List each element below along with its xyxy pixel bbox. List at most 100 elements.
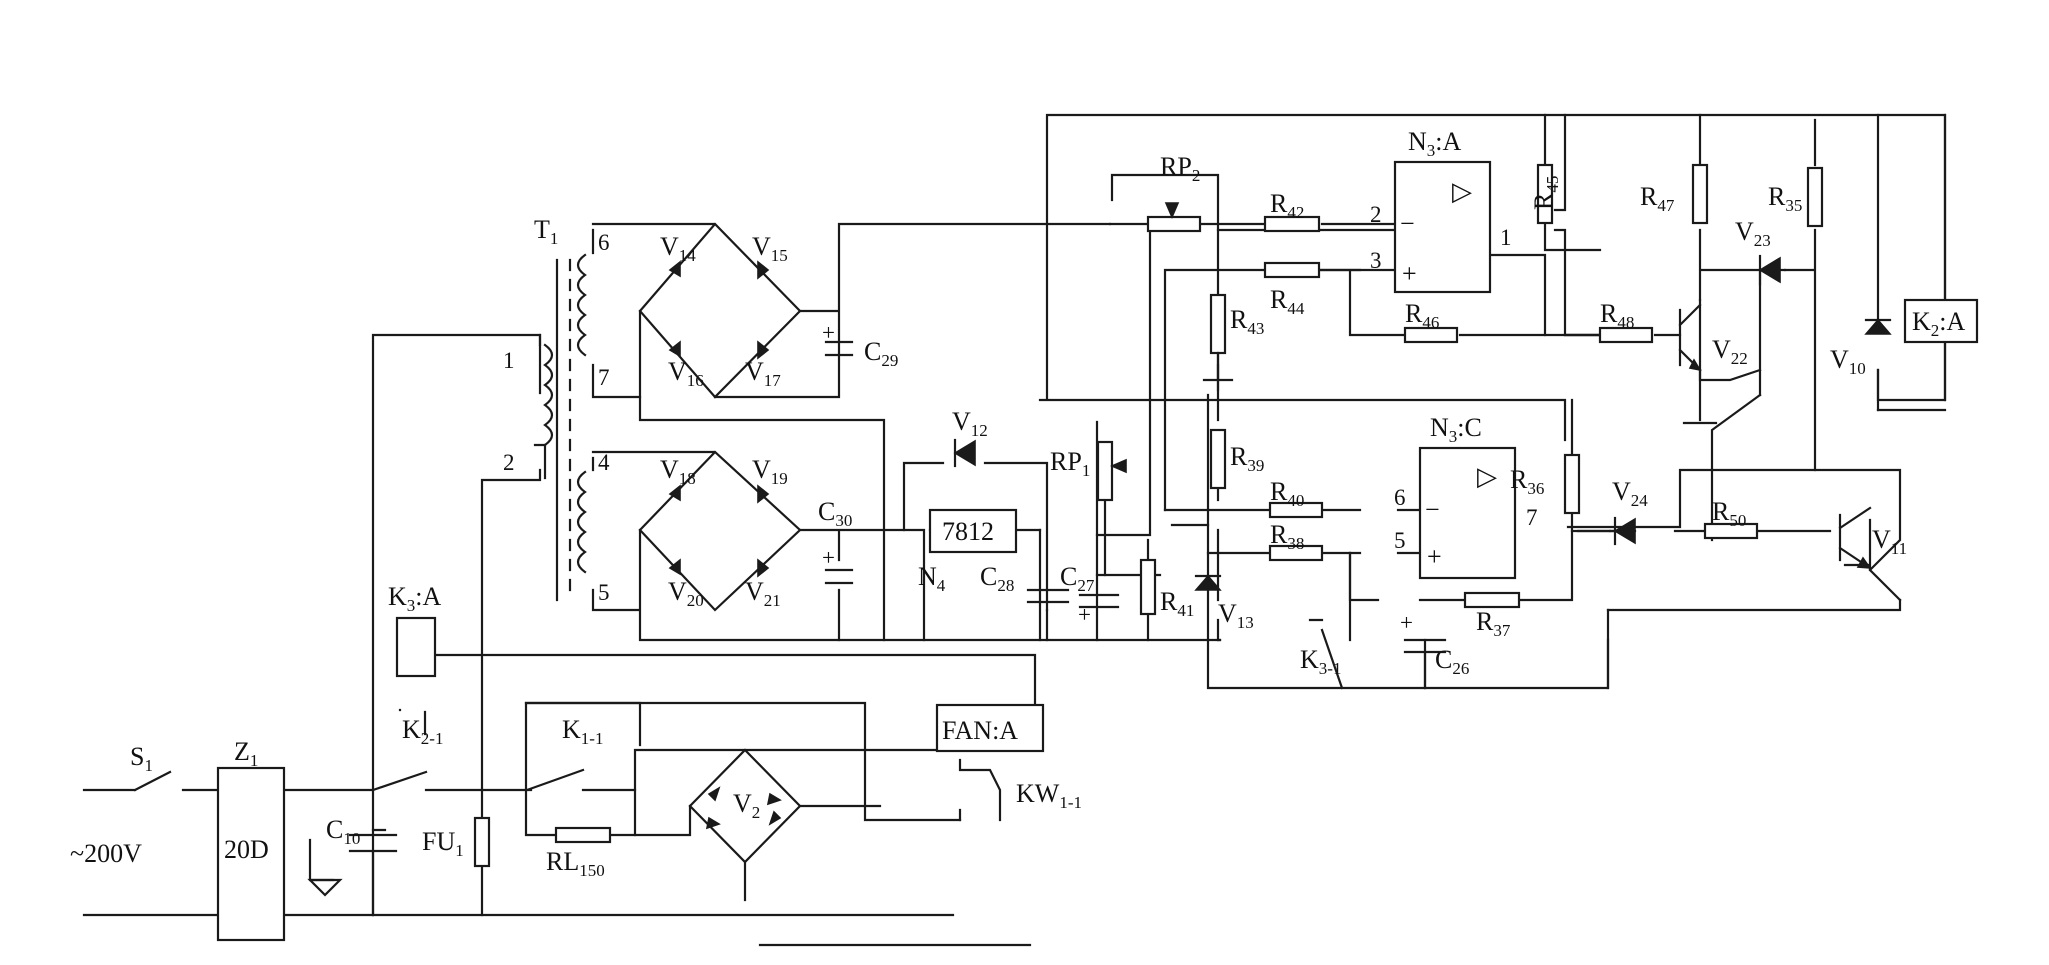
resistor-r36 [1563,453,1581,515]
label-v20: V20 [668,577,704,610]
n3a-plus: + [1402,259,1417,288]
c30-plus: + [822,545,835,570]
pin-t1-2: 2 [503,450,515,475]
label-regulator: 7812 [942,517,994,546]
label-r48: R48 [1600,299,1634,332]
label-r38: R38 [1270,520,1304,553]
label-v16: V16 [668,357,704,390]
label-r44: R44 [1270,285,1305,318]
pin-t1-4: 4 [598,450,610,475]
resistor-r44 [1263,261,1321,279]
label-c29: C29 [864,337,898,370]
label-supply: ~200V [70,839,142,868]
label-v19: V19 [752,455,788,488]
resistor-r48 [1598,326,1654,344]
opamp-n3c [1418,446,1517,580]
c27-plus: + [1078,602,1091,627]
label-k3-1: K3-1 [1300,645,1341,678]
label-s1: S1 [130,742,153,775]
potentiometer-rp1 [1096,440,1114,502]
n3c-plus: + [1427,542,1442,571]
resistor-r40 [1268,501,1324,519]
label-c27: C27 [1060,562,1095,595]
resistor-r50 [1703,522,1759,540]
label-n3c: N3:C [1430,413,1482,446]
relay-coil-k3a [395,616,437,678]
label-v15: V15 [752,232,788,265]
label-rp2: RP2 [1160,152,1200,185]
resistor-r47 [1691,163,1709,225]
label-z1: Z1 [234,737,258,770]
pin-n3a-3: 3 [1370,248,1382,273]
pin-n3c-6: 6 [1394,485,1406,510]
resistor-r45 [1536,163,1554,225]
pin-n3a-1: 1 [1500,225,1512,250]
label-c28: C28 [980,562,1014,595]
label-r45: R45 [1529,176,1562,210]
label-r40: R40 [1270,477,1304,510]
resistor-r43 [1209,293,1227,355]
label-k2a: K2:A [1912,307,1966,340]
label-v21: V21 [745,577,781,610]
n3c-symbol: ▷ [1477,462,1497,491]
resistor-rl150 [554,826,612,844]
pin-t1-5: 5 [598,580,610,605]
label-v12: V12 [952,407,988,440]
label-v14: V14 [660,232,696,265]
resistor-r38 [1268,544,1324,562]
potentiometer-rp2 [1146,215,1202,233]
n3a-minus: − [1400,209,1415,238]
resistor-r41 [1139,558,1157,616]
label-fan: FAN:A [942,716,1018,745]
resistor-r42 [1263,215,1321,233]
label-v24: V24 [1612,477,1648,510]
pin-n3a-2: 2 [1370,202,1382,227]
v2-diodes [705,786,782,830]
label-r46: R46 [1405,299,1439,332]
label-r35: R35 [1768,182,1802,215]
relay-coil-k2a [1903,298,1979,344]
transformer-t1 [533,253,587,602]
bridge-diodes-lower [668,484,770,578]
label-c26: C26 [1435,645,1469,678]
label-v23: V23 [1735,217,1771,250]
label-n3a: N3:A [1408,127,1462,160]
label-kw1-1: KW1-1 [1016,779,1082,812]
varistor-z1 [216,766,286,942]
label-r41: R41 [1160,587,1194,620]
label-r47: R47 [1640,182,1675,215]
label-r39: R39 [1230,442,1264,475]
label-v13: V13 [1218,599,1254,632]
c26-plus: + [1400,610,1413,635]
label-r43: R43 [1230,305,1264,338]
label-r42: R42 [1270,189,1304,222]
fuse-fu1 [473,816,491,868]
resistor-r39 [1209,428,1227,490]
label-v11: V11 [1872,525,1907,558]
label-n4: N4 [918,562,946,595]
label-r50: R50 [1712,497,1746,530]
label-k2-1: K2-1 [402,715,443,748]
label-v10: V10 [1830,345,1866,378]
labels: T1 1 2 4 5 6 7 S1 Z1 20D ~200V C10 FU1 K… [70,127,1966,880]
label-v17: V17 [745,357,781,390]
pin-t1-1: 1 [503,348,515,373]
label-v18: V18 [660,455,696,488]
components [216,160,1979,942]
opamp-n3a [1393,160,1492,294]
label-r36: R36 [1510,465,1544,498]
label-k3a: K3:A [388,582,442,615]
resistor-r37 [1463,591,1521,609]
resistor-r46 [1403,326,1459,344]
pin-t1-6: 6 [598,230,610,255]
label-t1: T1 [534,215,558,248]
label-v22: V22 [1712,335,1748,368]
label-rp1: RP1 [1050,447,1090,480]
label-k1-1: K1-1 [562,715,603,748]
label-fu1: FU1 [422,827,464,860]
n3a-symbol: ▷ [1452,177,1472,206]
label-c30: C30 [818,497,852,530]
ground-symbol [307,878,343,897]
label-z1-value: 20D [224,835,269,864]
